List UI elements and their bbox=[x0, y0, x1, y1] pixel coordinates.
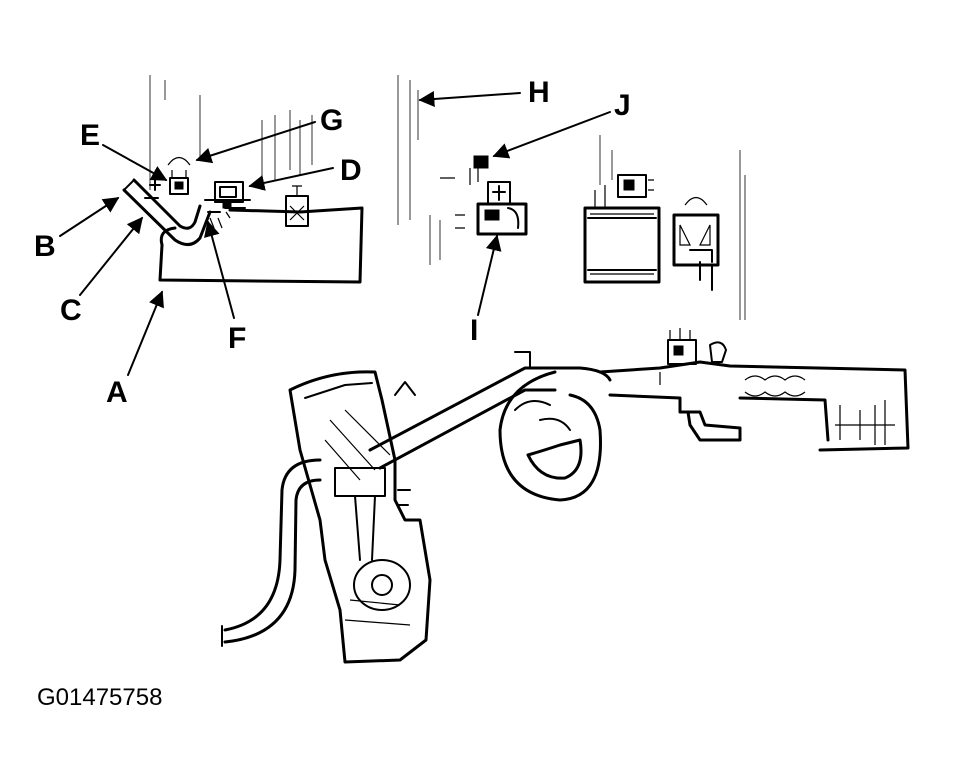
label-a: A bbox=[106, 376, 128, 409]
arrow-g bbox=[195, 121, 316, 164]
label-h: H bbox=[528, 76, 550, 109]
label-j: J bbox=[614, 89, 631, 122]
label-d: D bbox=[340, 154, 362, 187]
callout-labels: A B C D E F G H I J bbox=[34, 76, 631, 409]
label-b: B bbox=[34, 230, 56, 263]
arrow-b bbox=[59, 197, 120, 237]
label-i: I bbox=[470, 314, 478, 347]
arrow-c bbox=[79, 216, 144, 296]
arrow-f bbox=[204, 220, 235, 319]
arrow-a bbox=[127, 290, 164, 376]
engine-assembly bbox=[221, 328, 910, 664]
arrow-j bbox=[492, 111, 611, 159]
left-assembly bbox=[122, 75, 364, 284]
arrow-i bbox=[477, 234, 502, 316]
callout-arrows bbox=[59, 91, 611, 376]
label-g: G bbox=[320, 104, 343, 137]
middle-assembly bbox=[397, 75, 746, 320]
label-c: C bbox=[60, 294, 82, 327]
label-e: E bbox=[80, 119, 100, 152]
arrow-e bbox=[102, 144, 168, 181]
figure-code: G01475758 bbox=[37, 684, 163, 711]
label-f: F bbox=[228, 322, 246, 355]
arrow-d bbox=[248, 167, 334, 191]
arrow-h bbox=[418, 91, 521, 107]
